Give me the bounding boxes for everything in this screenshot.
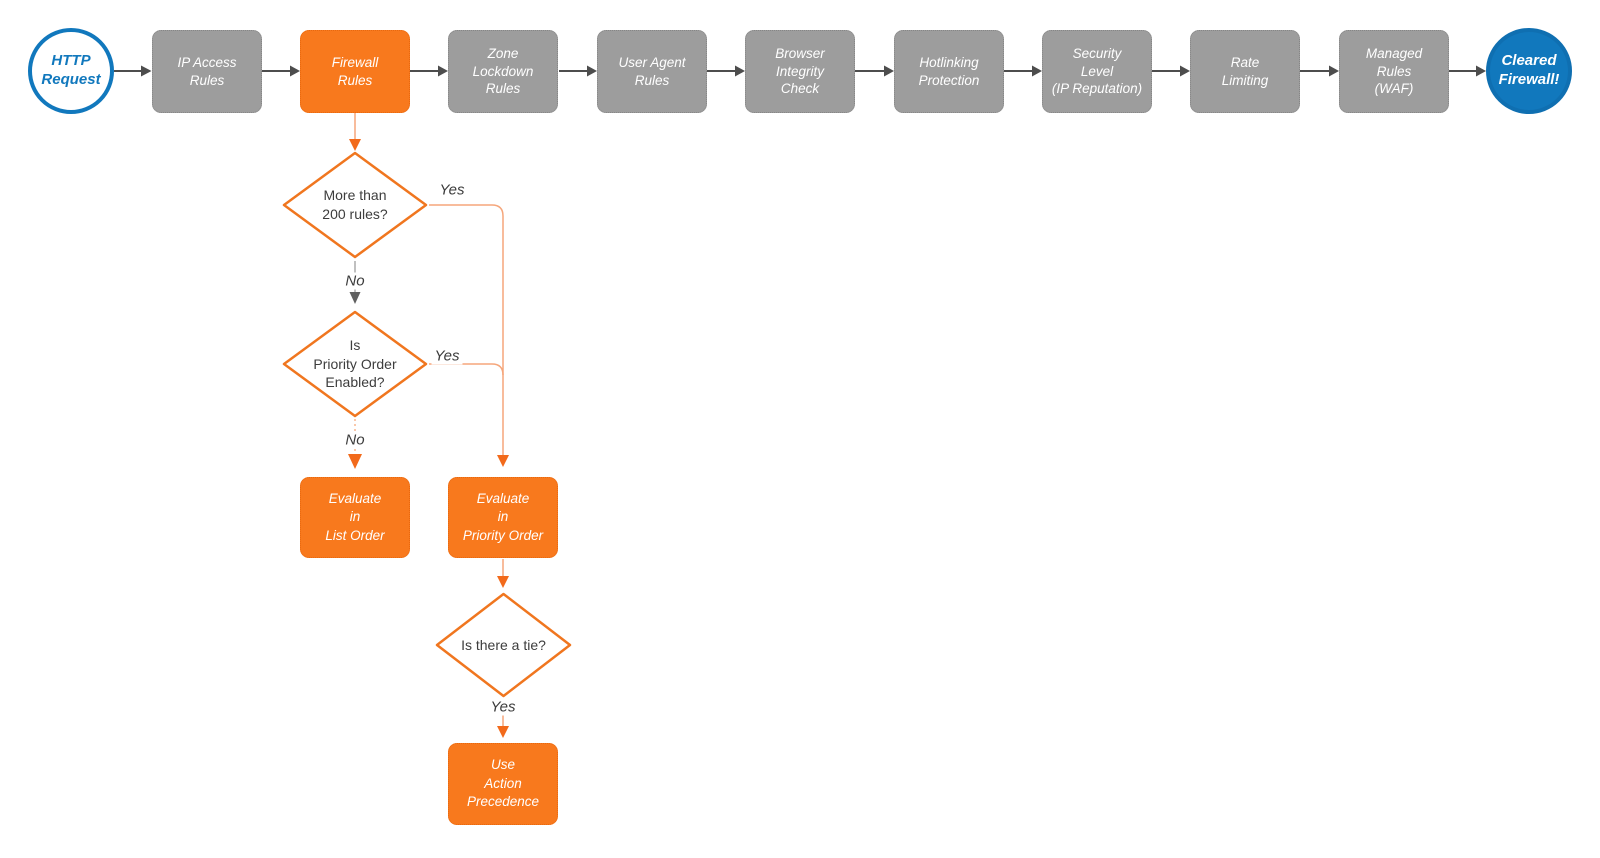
stage-label: Firewall Rules [331,54,379,88]
stage-label: Zone Lockdown Rules [472,45,534,97]
action-label: Evaluate in List Order [325,490,385,543]
edge-managed-rules-to-cleared [1449,65,1486,77]
diamond-shape [282,310,428,418]
edge-label-decision2-no: No [342,431,368,449]
edge-security-level-to-rate-limiting [1152,65,1190,77]
start-node-http-request: HTTP Request [28,28,114,114]
stage-firewall-rules: Firewall Rules [300,30,410,113]
stage-label: Managed Rules (WAF) [1365,45,1423,97]
action-label: Use Action Precedence [466,757,540,810]
stage-browser-integrity-check: Browser Integrity Check [745,30,855,113]
decision-priority-order-enabled: Is Priority Order Enabled? [282,310,428,418]
edge-label-decision1-yes: Yes [436,181,468,199]
action-use-action-precedence: Use Action Precedence [448,743,558,825]
diamond-shape [282,151,428,259]
stage-user-agent-rules: User Agent Rules [597,30,707,113]
edge-priority-to-decision3 [497,559,509,588]
stage-security-level: Security Level (IP Reputation) [1042,30,1152,113]
edge-label-decision3-yes: Yes [487,698,519,716]
edge-browser-integrity-to-hotlinking [855,65,894,77]
decision-is-there-a-tie: Is there a tie? [435,592,572,698]
stage-label: User Agent Rules [618,54,686,88]
decision-label: More than 200 rules? [322,187,388,222]
action-evaluate-in-list-order: Evaluate in List Order [300,477,410,558]
start-node-label: HTTP Request [41,52,101,88]
edge-zone-lockdown-to-user-agent [559,65,597,77]
stage-label: Security Level (IP Reputation) [1051,45,1143,97]
stage-label: Rate Limiting [1221,54,1269,88]
edge-user-agent-to-browser-integrity [707,65,745,77]
edge-rate-limiting-to-managed-rules [1300,65,1339,77]
edge-firewall-to-zone-lockdown [410,65,448,77]
stage-label: Browser Integrity Check [775,45,825,97]
decision-more-than-200-rules: More than 200 rules? [282,151,428,259]
edge-decision1-yes [429,204,509,467]
decision-label: Is Priority Order Enabled? [313,336,397,391]
stage-managed-rules-waf: Managed Rules (WAF) [1339,30,1449,113]
edge-ip-access-to-firewall [262,65,300,77]
edge-label-decision1-no: No [342,272,368,290]
edge-http-to-ip-access [114,65,152,77]
edge-label-decision2-yes: Yes [431,347,463,365]
end-node-label: Cleared Firewall! [1498,52,1560,88]
diamond-shape [435,592,572,698]
edge-decision2-yes [429,363,504,376]
edge-hotlinking-to-security-level [1004,65,1042,77]
stage-rate-limiting: Rate Limiting [1190,30,1300,113]
action-label: Evaluate in Priority Order [462,490,544,543]
stage-hotlinking-protection: Hotlinking Protection [894,30,1004,113]
end-node-cleared-firewall: Cleared Firewall! [1486,28,1572,114]
stage-label: Hotlinking Protection [918,54,980,88]
action-evaluate-in-priority-order: Evaluate in Priority Order [448,477,558,558]
stage-zone-lockdown-rules: Zone Lockdown Rules [448,30,558,113]
decision-label: Is there a tie? [461,636,546,653]
edge-firewall-to-decision1 [349,113,361,151]
stage-label: IP Access Rules [177,54,237,88]
stage-ip-access-rules: IP Access Rules [152,30,262,113]
